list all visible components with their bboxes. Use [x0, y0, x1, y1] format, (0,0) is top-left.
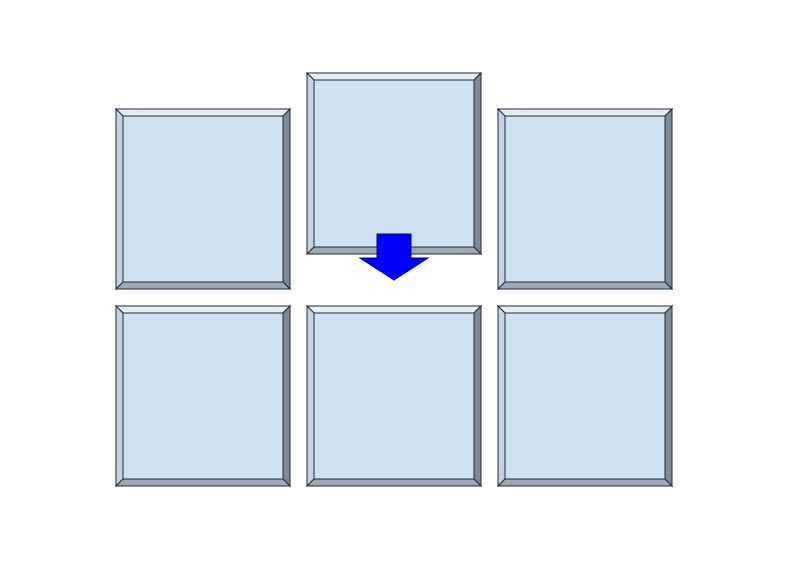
tile-bevel-right — [473, 71, 482, 256]
tile-bevel-left — [497, 304, 506, 488]
tile-bevel-top — [305, 305, 483, 314]
tile-bevel-bottom — [496, 281, 674, 290]
tiles-layer — [114, 71, 674, 488]
tile-bevel-left — [306, 71, 315, 256]
tile-bevel-left — [306, 304, 315, 488]
tile-bevel-top — [496, 305, 674, 314]
tile-bevel-right — [282, 304, 291, 488]
tile-face — [504, 115, 666, 283]
tile-face — [313, 79, 475, 248]
tile-bevel-bottom — [496, 478, 674, 487]
tile-face — [313, 312, 475, 480]
tile-top-center — [305, 71, 483, 256]
tile-face — [122, 115, 284, 283]
tile-bevel-top — [114, 305, 292, 314]
tile-top-left — [114, 107, 292, 291]
arrow-layer — [358, 233, 430, 281]
tile-face — [122, 312, 284, 480]
tile-bevel-top — [496, 108, 674, 117]
tile-bottom-right — [496, 304, 674, 488]
tile-bevel-right — [664, 107, 673, 291]
arrow-down-icon — [358, 233, 430, 281]
tile-bevel-left — [115, 107, 124, 291]
tile-face — [504, 312, 666, 480]
tile-bottom-center — [305, 304, 483, 488]
tile-bevel-right — [664, 304, 673, 488]
tile-bevel-right — [282, 107, 291, 291]
tile-bevel-right — [473, 304, 482, 488]
tile-bevel-top — [305, 72, 483, 81]
tile-bevel-bottom — [114, 281, 292, 290]
tile-bottom-left — [114, 304, 292, 488]
tile-bevel-bottom — [114, 478, 292, 487]
tile-bevel-left — [497, 107, 506, 291]
tile-bevel-left — [115, 304, 124, 488]
tile-bevel-top — [114, 108, 292, 117]
tile-bevel-bottom — [305, 478, 483, 487]
tile-top-right — [496, 107, 674, 291]
